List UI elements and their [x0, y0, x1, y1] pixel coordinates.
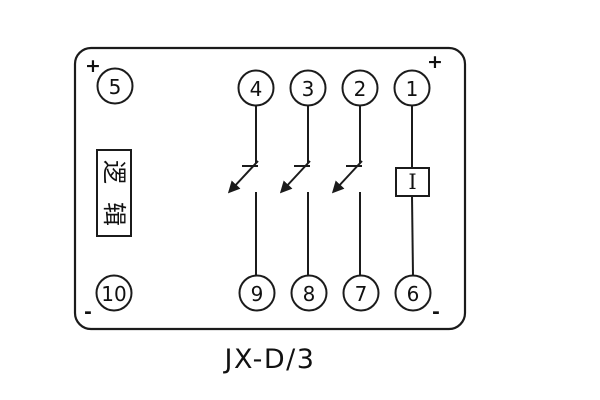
terminal-number: 2	[354, 77, 367, 101]
terminal-number: 8	[303, 282, 316, 306]
terminal-number: 6	[407, 282, 420, 306]
terminal-number: 10	[101, 282, 126, 306]
logic-module-box	[96, 149, 132, 237]
coil-branch-1-6: I	[395, 105, 430, 277]
contact-branch-4-9	[227, 105, 259, 276]
terminal-5: 5	[96, 67, 134, 105]
terminal-circle	[342, 274, 380, 312]
polarity-bottom-right: -	[432, 301, 440, 323]
terminal-6: 6	[394, 274, 432, 312]
contact-branch-2-7	[331, 105, 363, 276]
logic-label-char-2: 辑	[100, 202, 128, 226]
terminal-1: 1	[393, 69, 431, 107]
terminal-number: 4	[250, 77, 263, 101]
contact-branch-3-8	[279, 105, 311, 276]
terminal-circle	[237, 69, 275, 107]
terminal-7: 7	[342, 274, 380, 312]
contact-blade-arrow-icon	[331, 160, 363, 194]
terminal-3: 3	[289, 69, 327, 107]
terminal-circle	[96, 67, 134, 105]
logic-module: 逻 辑	[96, 149, 132, 237]
terminal-circle	[238, 274, 276, 312]
terminal-10: 10	[95, 274, 133, 312]
terminal-number: 9	[251, 282, 264, 306]
model-caption: JX-D/3	[223, 344, 316, 375]
terminal-2: 2	[341, 69, 379, 107]
terminal-circle	[95, 274, 133, 312]
relay-case-outline	[73, 46, 467, 331]
coil-label: I	[408, 170, 416, 194]
polarity-top-left: +	[85, 55, 101, 77]
terminal-8: 8	[290, 274, 328, 312]
contact-blade-arrow-icon	[279, 160, 311, 194]
terminal-circle	[393, 69, 431, 107]
terminal-4: 4	[237, 69, 275, 107]
contact-blade-arrow-icon	[227, 160, 259, 194]
terminal-number: 1	[406, 77, 419, 101]
terminal-circle	[341, 69, 379, 107]
terminal-circle	[289, 69, 327, 107]
terminal-9: 9	[238, 274, 276, 312]
terminal-number: 7	[355, 282, 368, 306]
wire-bottom	[411, 195, 414, 277]
terminal-circle	[394, 274, 432, 312]
terminal-number: 5	[109, 75, 122, 99]
terminal-number: 3	[302, 77, 315, 101]
polarity-bottom-left: -	[84, 301, 92, 323]
logic-label-char-1: 逻	[100, 160, 128, 184]
polarity-top-right: +	[427, 51, 443, 73]
terminal-circle	[290, 274, 328, 312]
